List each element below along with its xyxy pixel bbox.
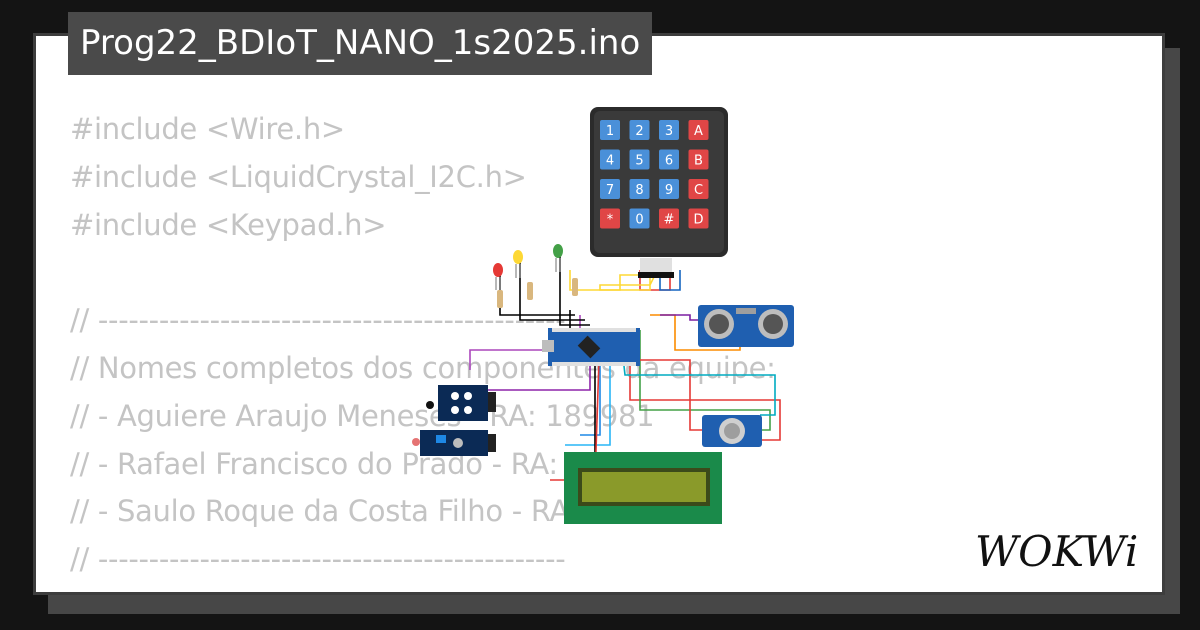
keypad-key[interactable]: 8 [629, 179, 650, 199]
keypad-key-label: C [694, 183, 703, 198]
resistor [497, 290, 503, 308]
resistor [527, 282, 533, 300]
code-line: #include <Keypad.h> [70, 207, 387, 242]
wire-green [639, 330, 771, 431]
arduino-nano[interactable] [542, 328, 640, 366]
code-line: // Nomes completos dos componentes da eq… [70, 350, 776, 385]
keypad-key[interactable]: 4 [600, 149, 620, 170]
keypad-4x4[interactable]: 1 2 3 A 4 5 6 B 7 8 9 C * 0 # D [590, 107, 728, 278]
wire-red-2 [629, 330, 781, 441]
keypad-key[interactable]: C [688, 179, 709, 199]
keypad-key[interactable]: 2 [629, 120, 650, 140]
wire-black-4 [519, 260, 585, 321]
keypad-key-label: # [664, 213, 675, 228]
lcd-16x2[interactable] [564, 452, 722, 524]
keypad-key[interactable]: 5 [629, 149, 650, 170]
keypad-key-label: 7 [606, 183, 614, 198]
keypad-key-label: B [694, 154, 703, 169]
wire-black-3 [499, 270, 575, 316]
wire-black-5 [559, 255, 590, 326]
wire-yellow-2 [569, 270, 640, 291]
keypad-key-label: 3 [665, 124, 673, 139]
keypad-key-label: 4 [606, 154, 614, 169]
led-green[interactable] [553, 244, 563, 272]
keypad-key[interactable]: 3 [659, 120, 679, 140]
keypad-keys[interactable]: 1 2 3 A 4 5 6 B 7 8 9 C * 0 # D [600, 120, 709, 229]
nano-header-top [552, 328, 636, 332]
keypad-key[interactable]: * [600, 208, 620, 229]
code-line: // -------------------------------------… [70, 303, 566, 338]
keypad-connector [638, 258, 674, 278]
keypad-key-label: 1 [606, 124, 614, 139]
led-red[interactable] [493, 263, 503, 290]
ultrasonic-sensor[interactable] [698, 305, 794, 347]
keypad-key[interactable]: 7 [600, 179, 620, 199]
keypad-key-label: * [607, 213, 614, 228]
wokwi-logo: WOKWi [975, 527, 1139, 576]
keypad-key[interactable]: 6 [659, 149, 679, 170]
gas-sensor[interactable] [702, 415, 762, 447]
resistor [572, 278, 578, 296]
keypad-key[interactable]: A [688, 120, 709, 140]
code-line: // - Saulo Roque da Costa Filho - RA: [70, 494, 578, 529]
sensor-module-top[interactable] [426, 385, 496, 421]
keypad-key[interactable]: 9 [659, 179, 679, 199]
keypad-key[interactable]: 1 [600, 120, 620, 140]
keypad-key[interactable]: B [688, 149, 709, 170]
wire-cyan [565, 330, 611, 446]
keypad-key-label: 6 [665, 154, 673, 169]
code-line: #include <Wire.h> [70, 112, 345, 146]
keypad-key-label: 5 [635, 154, 643, 169]
keypad-key[interactable]: 0 [629, 208, 650, 229]
code-line: // - Rafael Francisco do Prado - RA: 114… [70, 446, 676, 481]
mcu-chip [577, 335, 601, 359]
keypad-key-label: 9 [665, 183, 673, 198]
nano-header-bottom [552, 362, 636, 366]
keypad-key-label: 8 [635, 183, 643, 198]
circuit-diagram: 1 2 3 A 4 5 6 B 7 8 9 C * 0 # D [412, 107, 794, 524]
sketch-title: Prog22_BDIoT_NANO_1s2025.ino [68, 12, 653, 75]
keypad-key-label: 0 [635, 213, 643, 228]
code-line: // -------------------------------------… [70, 542, 566, 577]
keypad-key[interactable]: # [659, 208, 679, 229]
keypad-key-label: 2 [635, 124, 643, 139]
ldr-module[interactable] [412, 430, 496, 456]
led-yellow[interactable] [513, 250, 523, 278]
resistors [497, 278, 578, 308]
keypad-key[interactable]: D [688, 208, 709, 229]
code-line: #include <LiquidCrystal_I2C.h> [70, 159, 527, 194]
keypad-key-label: D [693, 213, 703, 228]
usb-port [542, 340, 554, 352]
keypad-key-label: A [694, 124, 703, 139]
